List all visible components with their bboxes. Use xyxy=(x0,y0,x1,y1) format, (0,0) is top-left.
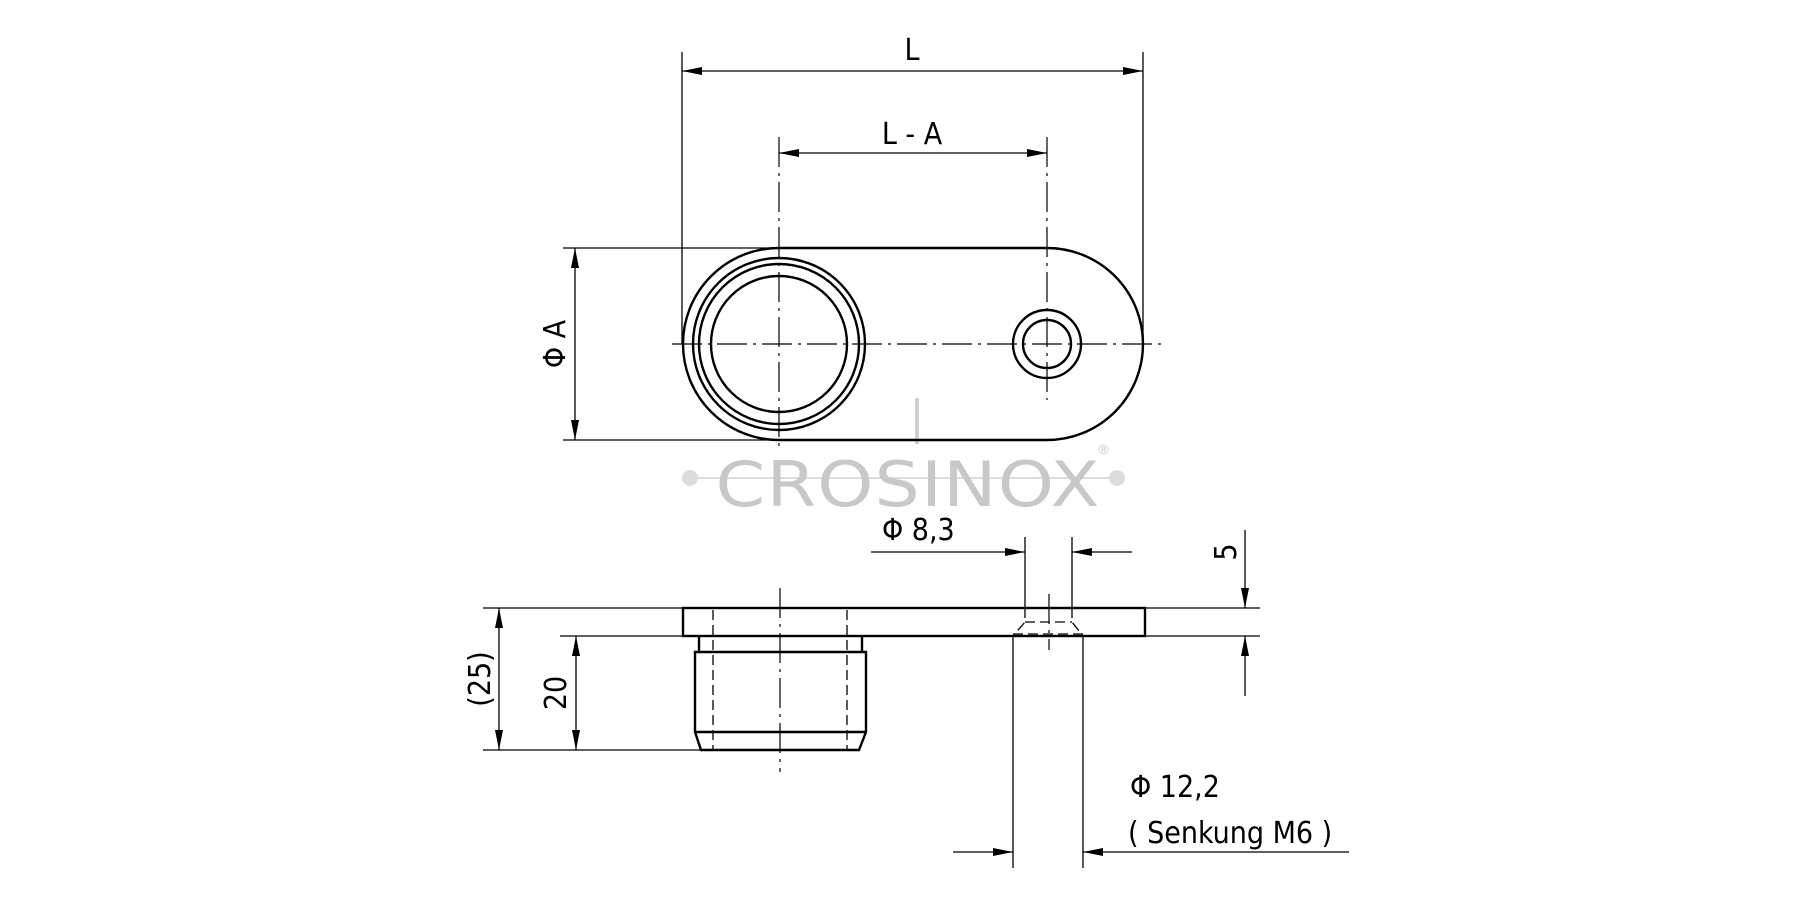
watermark-dot-right xyxy=(1109,470,1125,486)
dimension-label-thickness: 5 xyxy=(1209,543,1244,560)
top-view: L L - A Φ A xyxy=(538,33,1162,452)
dimension-label-diameter: Φ A xyxy=(538,319,573,368)
watermark: CROSINOX ® xyxy=(682,398,1125,521)
watermark-brand: CROSINOX xyxy=(716,448,1101,521)
boss-neck xyxy=(697,636,864,652)
watermark-dot-left xyxy=(682,470,698,486)
dimension-label-boss-height: 20 xyxy=(539,676,574,710)
side-view: Φ 8,3 Φ 12,2 ( Senkung M6 ) 5 (25) 20 xyxy=(463,513,1349,868)
dimension-label-countersink: Φ 12,2 xyxy=(1130,770,1220,805)
dimension-label-center-distance: L - A xyxy=(882,117,943,152)
plate-section xyxy=(681,606,1147,638)
countersink-note: ( Senkung M6 ) xyxy=(1128,816,1332,851)
plate-outline xyxy=(681,246,1145,442)
hidden-countersink xyxy=(1012,608,1084,637)
registered-mark: ® xyxy=(1097,443,1110,458)
dimension-label-hole: Φ 8,3 xyxy=(882,513,955,548)
dimension-label-length: L xyxy=(904,33,919,68)
dimension-label-total-height: (25) xyxy=(463,651,498,706)
